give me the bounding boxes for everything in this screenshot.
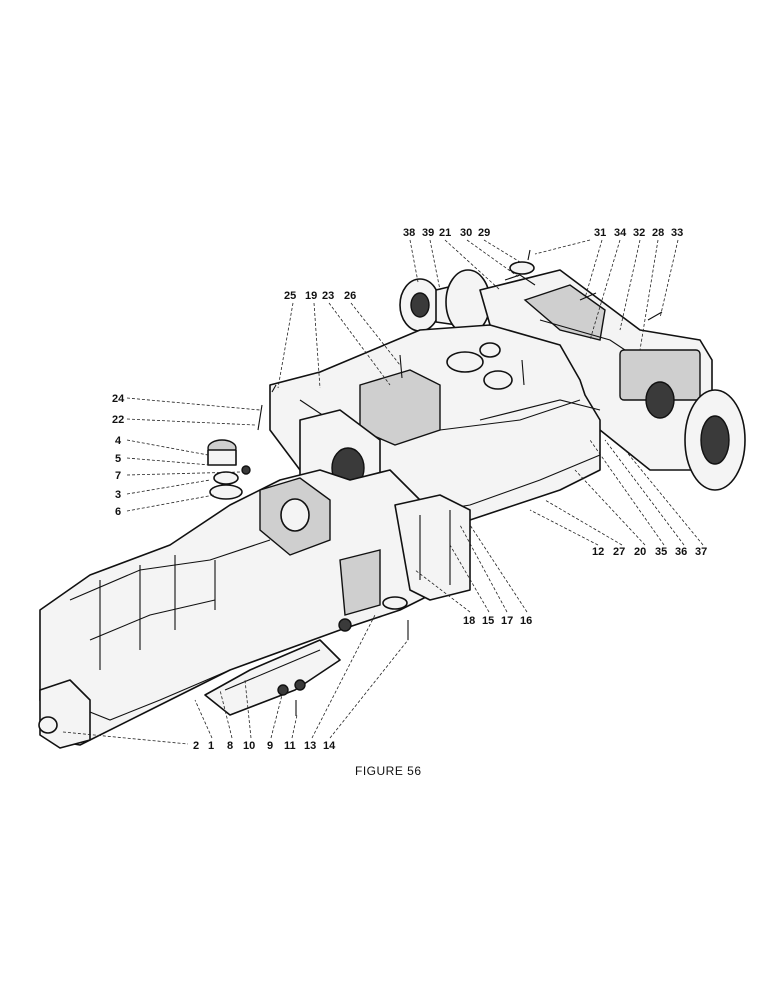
callout-38: 38: [403, 227, 415, 239]
callout-30: 30: [460, 227, 472, 239]
callout-33: 33: [671, 227, 683, 239]
callout-12: 12: [592, 546, 604, 558]
callout-9: 9: [267, 740, 273, 752]
callout-2: 2: [193, 740, 199, 752]
callout-27: 27: [613, 546, 625, 558]
callout-3: 3: [115, 489, 121, 501]
callout-16: 16: [520, 615, 532, 627]
callout-22: 22: [112, 414, 124, 426]
breather-cap-assembly: [207, 439, 251, 500]
callout-4: 4: [115, 435, 122, 447]
callout-28: 28: [652, 227, 664, 239]
callout-14: 14: [323, 740, 336, 752]
callout-29: 29: [478, 227, 490, 239]
callout-31: 31: [594, 227, 606, 239]
callout-39: 39: [422, 227, 434, 239]
callout-5: 5: [115, 453, 121, 465]
leader-lines: [62, 239, 704, 745]
callout-20: 20: [634, 546, 646, 558]
callout-1: 1: [208, 740, 214, 752]
callout-10: 10: [243, 740, 255, 752]
callout-21: 21: [439, 227, 451, 239]
callout-18: 18: [463, 615, 475, 627]
callout-6: 6: [115, 506, 121, 518]
fasteners: [257, 249, 663, 716]
callout-26: 26: [344, 290, 356, 302]
sump-plate: [204, 596, 408, 716]
callout-25: 25: [284, 290, 296, 302]
main-casting: [38, 469, 471, 749]
callout-24: 24: [112, 393, 125, 405]
figure-caption: FIGURE 56: [355, 764, 422, 778]
callout-34: 34: [614, 227, 627, 239]
callout-15: 15: [482, 615, 494, 627]
callout-37: 37: [695, 546, 707, 558]
callout-8: 8: [227, 740, 233, 752]
callout-19: 19: [305, 290, 317, 302]
callout-labels: 24 22 4 5 7 3 6 25 19 23 26 38 39 21 30 …: [112, 227, 707, 752]
callout-23: 23: [322, 290, 334, 302]
callout-17: 17: [501, 615, 513, 627]
callout-32: 32: [633, 227, 645, 239]
callout-36: 36: [675, 546, 687, 558]
callout-13: 13: [304, 740, 316, 752]
callout-7: 7: [115, 470, 121, 482]
callout-11: 11: [284, 740, 296, 752]
rear-axle-housing: [399, 261, 746, 491]
callout-35: 35: [655, 546, 667, 558]
